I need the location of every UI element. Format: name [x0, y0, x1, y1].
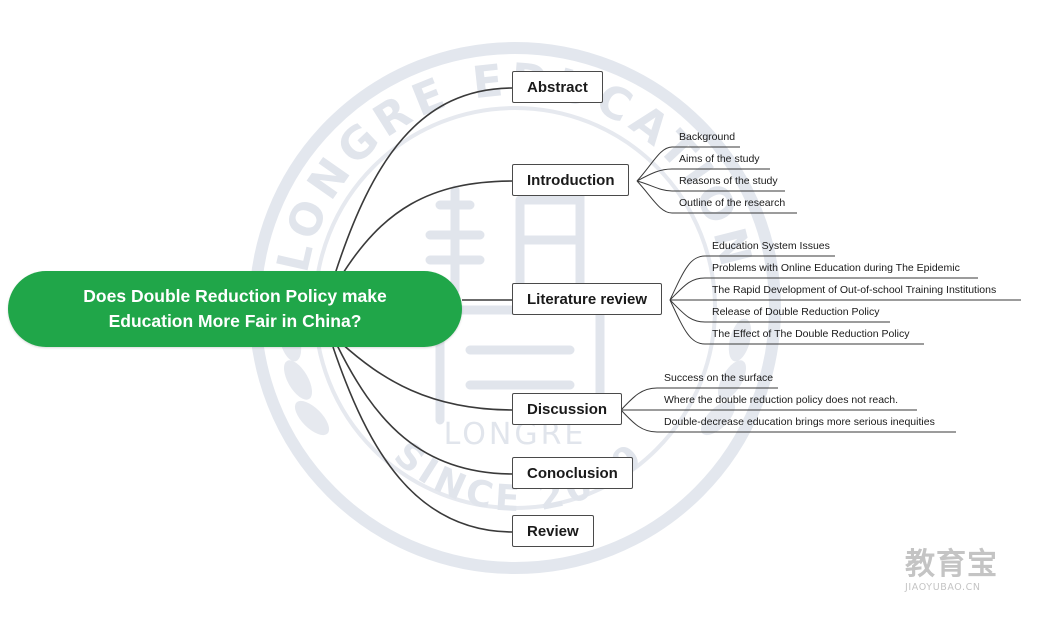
- connector-lit-leaf-5: [669, 299, 924, 345]
- branch-abstract[interactable]: Abstract: [512, 71, 603, 103]
- branch-conclusion[interactable]: Conoclusion: [512, 457, 633, 489]
- leaf-success-on-surface[interactable]: Success on the surface: [664, 372, 774, 384]
- connector-disc-leaf-3: [620, 409, 956, 433]
- connector-intro-leaf-1: [636, 146, 740, 182]
- leaf-background[interactable]: Background: [679, 131, 736, 143]
- brand-name: 教育宝: [905, 547, 998, 582]
- leaf-serious-inequities[interactable]: Double-decrease education brings more se…: [664, 416, 935, 428]
- leaf-reasons-of-the-study[interactable]: Reasons of the study: [679, 175, 778, 187]
- leaf-aims-of-the-study[interactable]: Aims of the study: [679, 153, 760, 165]
- connector-disc-leaf-1: [620, 387, 778, 411]
- leaf-outline-of-the-research[interactable]: Outline of the research: [679, 197, 786, 209]
- connector-lit-leaf-4: [669, 299, 890, 323]
- connector-abstract: [334, 87, 514, 275]
- seal-laurel-right: [700, 318, 752, 436]
- leaf-out-of-school-training[interactable]: The Rapid Development of Out-of-school T…: [712, 284, 997, 296]
- root-topic[interactable]: Does Double Reduction Policy make Educat…: [8, 271, 462, 347]
- connector-introduction: [339, 180, 514, 279]
- leaf-effect-of-policy[interactable]: The Effect of The Double Reduction Polic…: [712, 328, 910, 340]
- connector-review: [332, 346, 514, 533]
- leaf-release-of-policy[interactable]: Release of Double Reduction Policy: [712, 306, 880, 318]
- leaf-education-system-issues[interactable]: Education System Issues: [712, 240, 830, 252]
- connector-intro-leaf-2: [636, 168, 770, 182]
- connector-lit-leaf-1: [669, 255, 835, 301]
- brand-watermark: 教育宝 JIAOYUBAO.CN: [905, 548, 1025, 594]
- brand-url: JIAOYUBAO.CN: [905, 582, 981, 593]
- branch-literature-review[interactable]: Literature review: [512, 283, 663, 315]
- branch-discussion[interactable]: Discussion: [512, 393, 623, 425]
- branch-introduction[interactable]: Introduction: [512, 164, 630, 196]
- branch-review[interactable]: Review: [512, 515, 594, 547]
- root-topic-line-2: Education More Fair in China?: [108, 311, 362, 331]
- connector-lit-leaf-2: [669, 277, 978, 301]
- connector-intro-leaf-3: [636, 180, 785, 192]
- connector-conclusion: [336, 344, 514, 475]
- connector-intro-leaf-4: [636, 180, 797, 214]
- root-topic-line-1: Does Double Reduction Policy make: [83, 286, 387, 306]
- leaf-online-education-problems[interactable]: Problems with Online Education during Th…: [712, 262, 960, 274]
- leaf-policy-does-not-reach[interactable]: Where the double reduction policy does n…: [664, 394, 899, 406]
- connector-discussion: [339, 341, 514, 411]
